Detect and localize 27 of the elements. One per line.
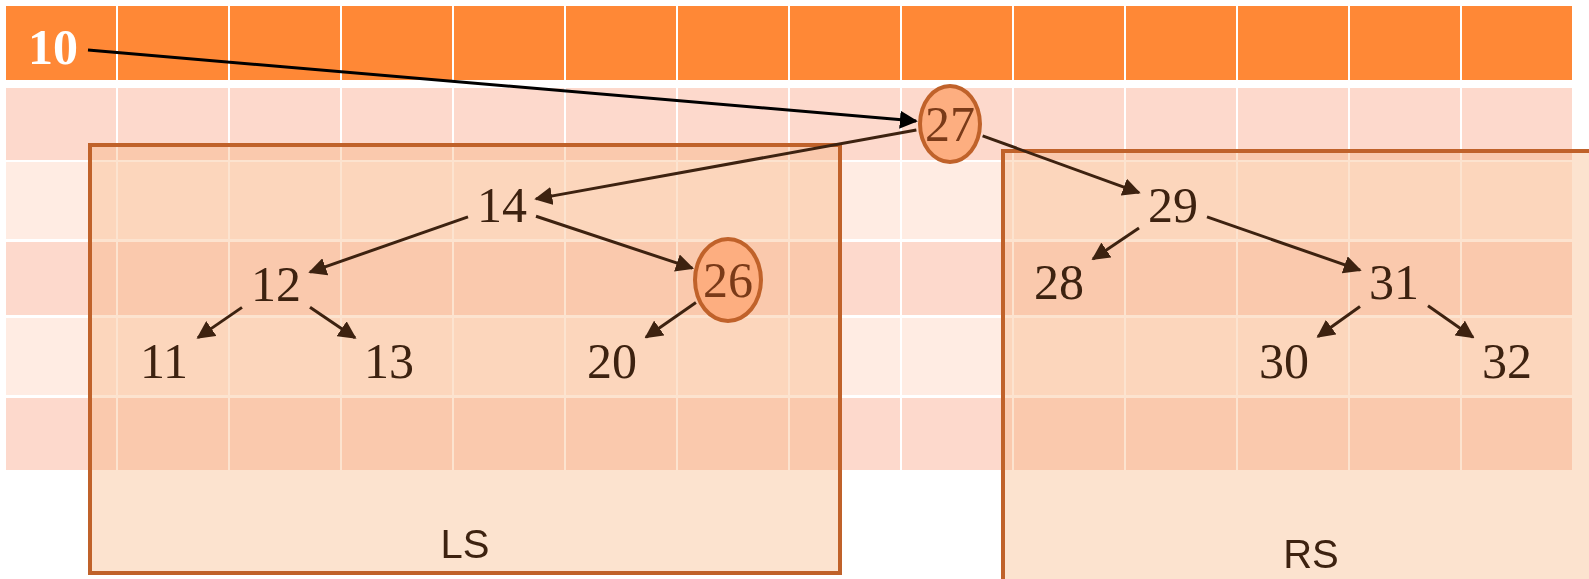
arrow <box>87 48 918 129</box>
arrow <box>1206 215 1362 274</box>
node-label: 32 <box>1473 333 1541 389</box>
arrow <box>308 215 469 276</box>
arrow <box>1427 304 1475 339</box>
arrow <box>535 214 694 272</box>
node-label: 20 <box>578 333 646 389</box>
subtree-box <box>88 143 842 575</box>
arrow <box>534 128 917 205</box>
node-label: 29 <box>1139 177 1207 233</box>
subtree-label: RS <box>1283 532 1339 577</box>
arrow <box>1091 226 1140 261</box>
subtree-box <box>1001 149 1589 579</box>
node-label: 31 <box>1360 254 1428 310</box>
node-label: 28 <box>1025 254 1093 310</box>
arrow <box>982 134 1141 196</box>
arrow <box>1316 305 1361 338</box>
node-label: 10 <box>18 18 88 76</box>
node-label: 13 <box>355 333 423 389</box>
subtree-label: LS <box>440 522 490 567</box>
node-label: 12 <box>242 256 310 312</box>
node-label: 30 <box>1250 333 1318 389</box>
arrow <box>644 301 697 339</box>
node-label: 14 <box>468 177 536 233</box>
node-label: 11 <box>130 333 198 389</box>
arrow <box>309 305 357 340</box>
arrow <box>196 306 243 339</box>
